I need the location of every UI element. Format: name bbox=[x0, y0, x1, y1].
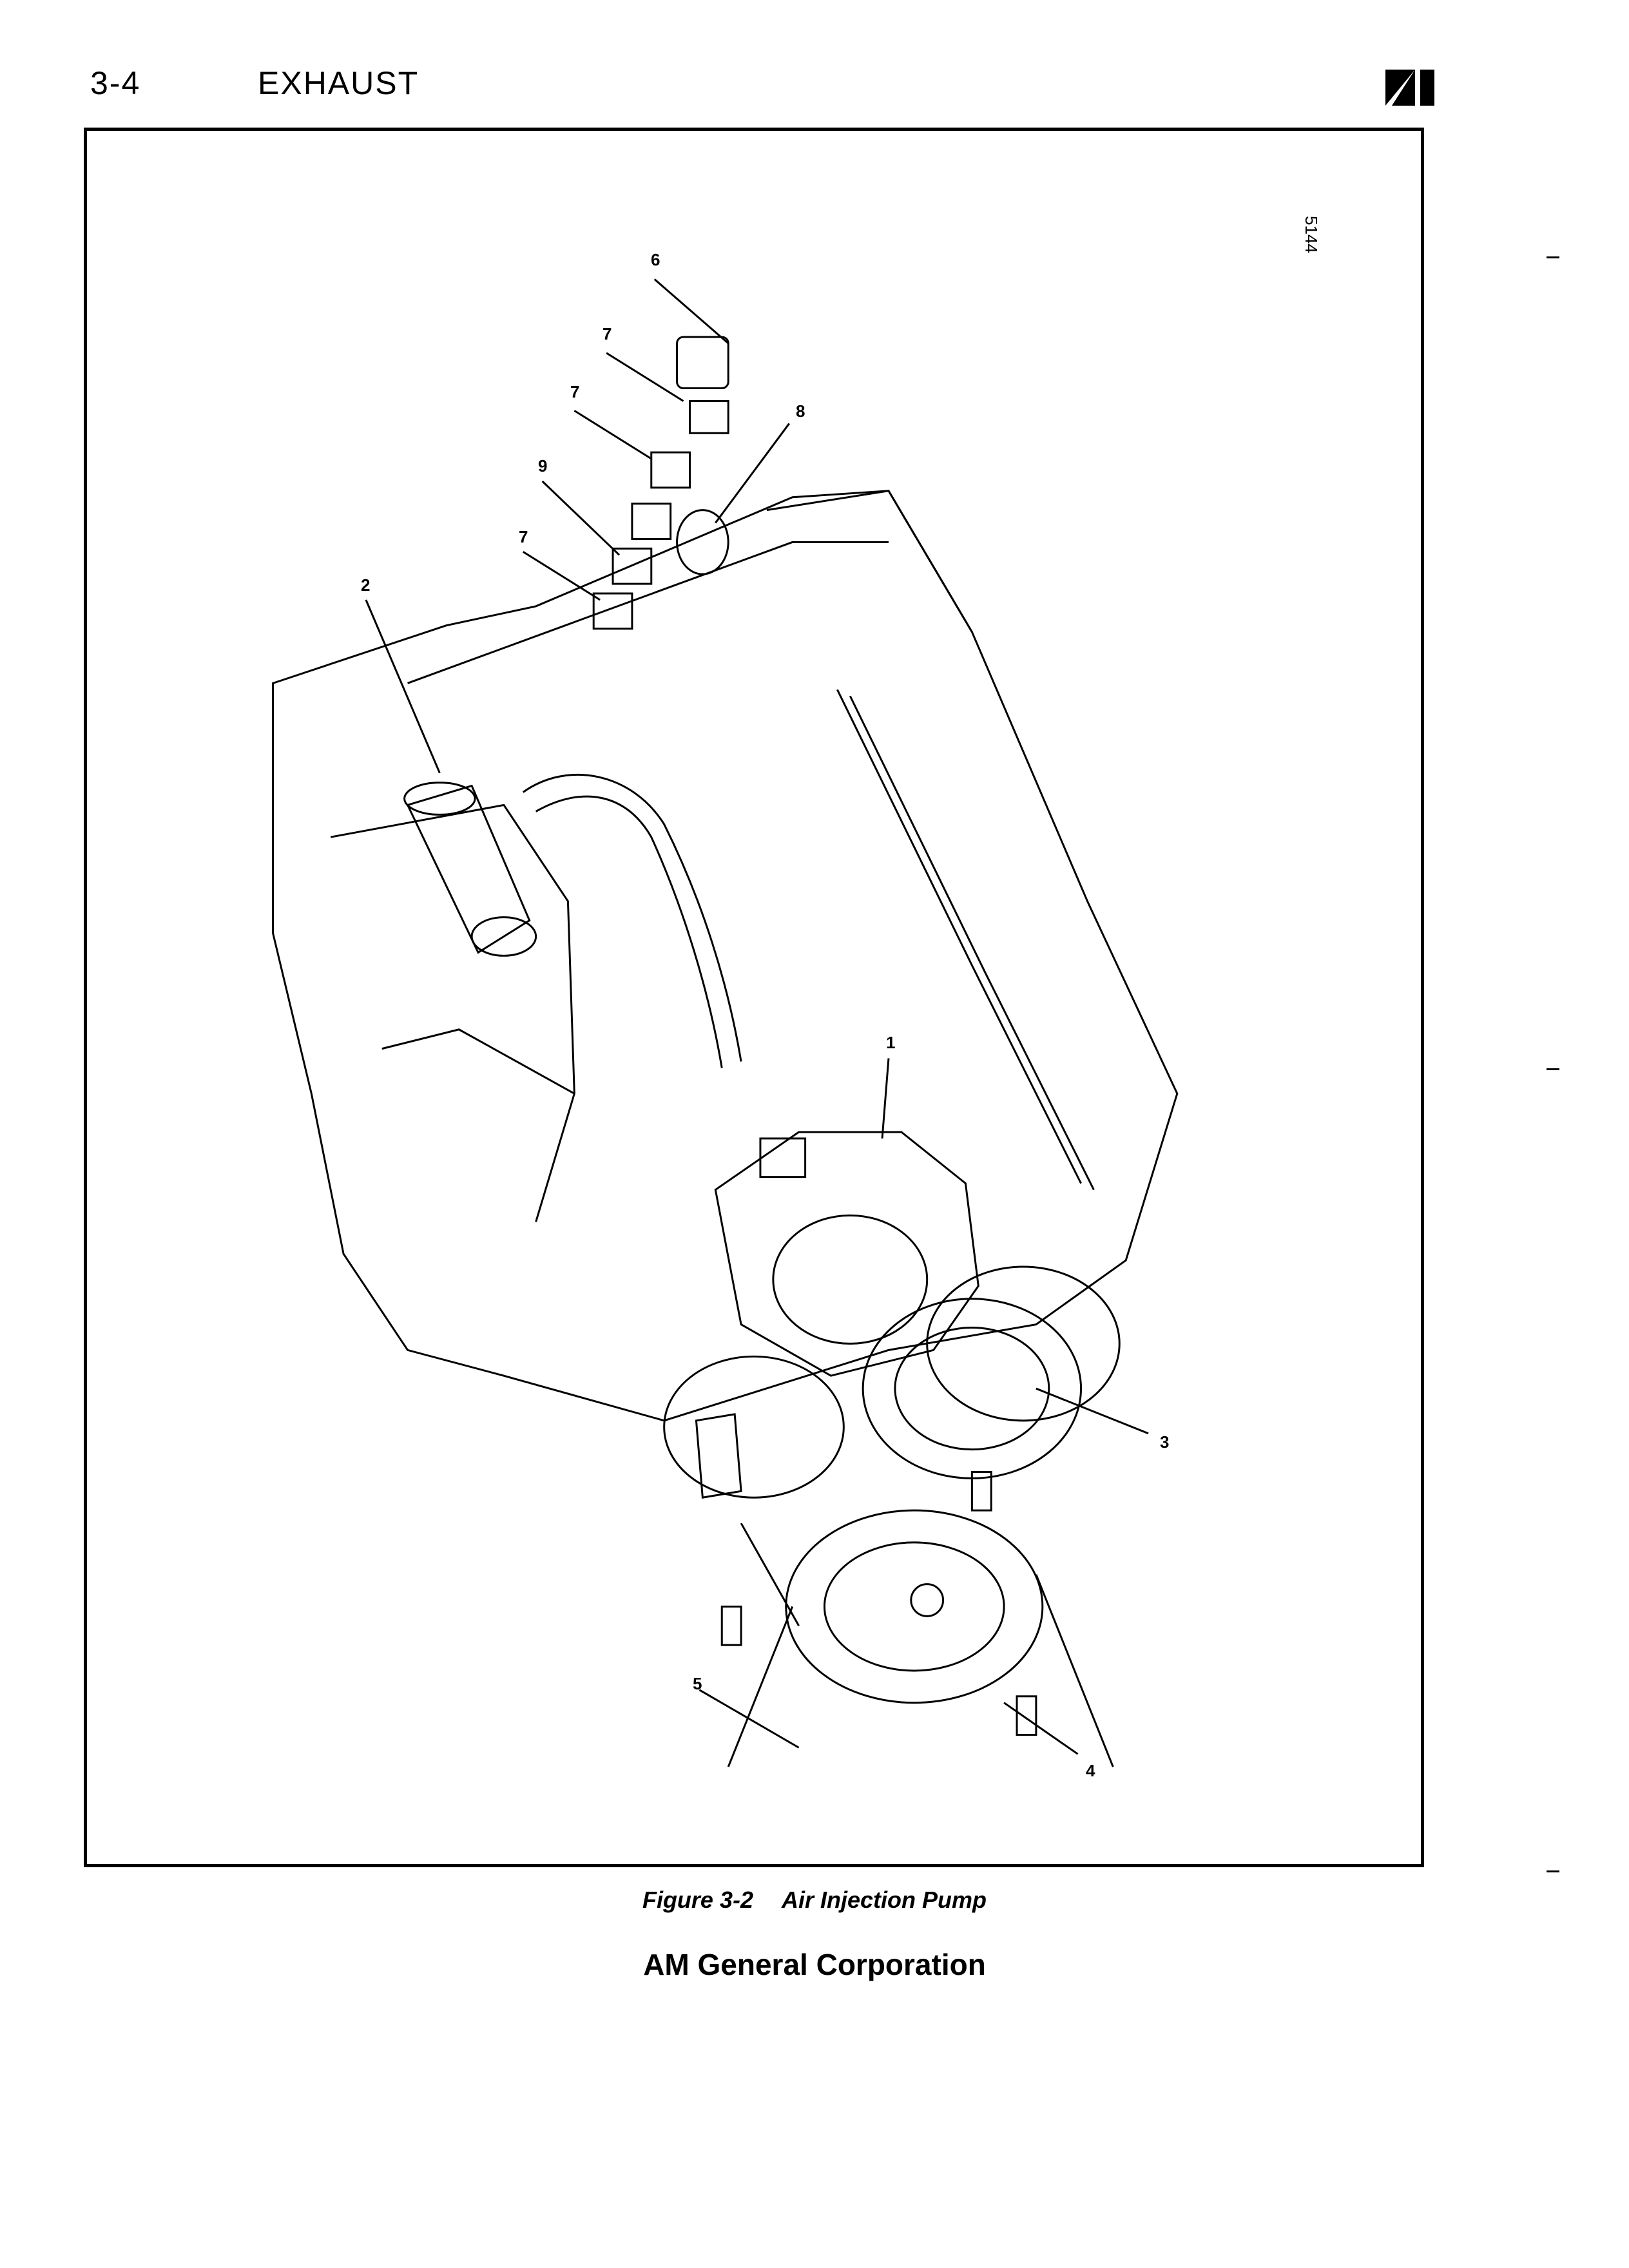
callout-7b: 7 bbox=[570, 382, 580, 401]
figure-frame: 6 7 7 8 9 7 2 1 3 4 5 bbox=[84, 128, 1424, 1867]
callout-1: 1 bbox=[886, 1033, 896, 1052]
page-number: 3-4 bbox=[90, 65, 141, 101]
callout-7a: 7 bbox=[602, 324, 612, 343]
publisher-logo-icon bbox=[1385, 70, 1434, 106]
callout-6: 6 bbox=[651, 250, 660, 269]
callout-7c: 7 bbox=[519, 527, 528, 546]
margin-tick bbox=[1547, 1870, 1559, 1872]
callout-2: 2 bbox=[361, 575, 371, 595]
callout-4: 4 bbox=[1086, 1761, 1095, 1780]
company-name: AM General Corporation bbox=[643, 1948, 986, 1981]
figure-title: Air Injection Pump bbox=[782, 1887, 987, 1913]
callout-8: 8 bbox=[796, 401, 805, 421]
figure-id-number: 5144 bbox=[1302, 216, 1321, 253]
margin-tick bbox=[1547, 256, 1559, 258]
figure-caption: Figure 3-2 Air Injection Pump bbox=[0, 1887, 1629, 1914]
callout-3: 3 bbox=[1160, 1432, 1170, 1452]
margin-tick bbox=[1547, 1068, 1559, 1070]
figure-label: Figure 3-2 bbox=[642, 1887, 753, 1913]
air-injection-pump-illustration bbox=[272, 278, 1179, 1767]
section-title: EXHAUST bbox=[258, 65, 419, 101]
callout-5: 5 bbox=[693, 1674, 702, 1693]
callout-9: 9 bbox=[538, 456, 548, 476]
